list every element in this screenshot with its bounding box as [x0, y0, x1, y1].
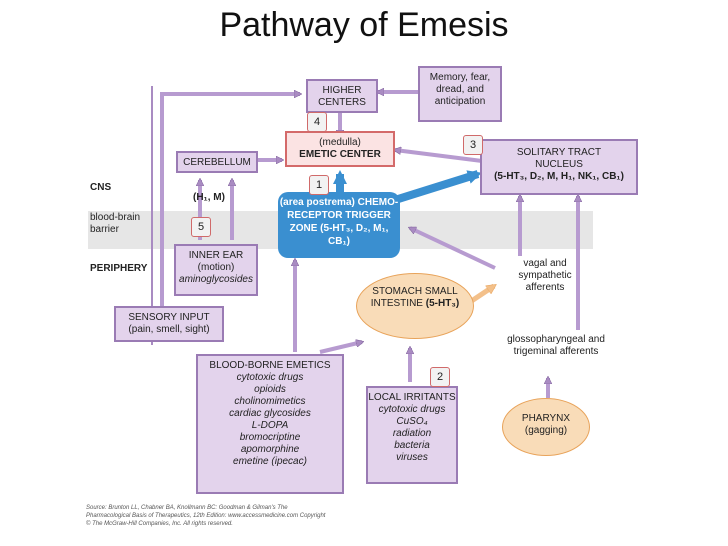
vagal-label: vagal and sympathetic afferents — [518, 258, 572, 293]
badge-2: 2 — [430, 367, 450, 387]
inner-ear-title: INNER EAR — [188, 250, 244, 261]
ctz-line4: (5-HT₃, D₂, M₁, CB₁) — [320, 223, 389, 247]
ctz-line2: CHEMO-RECEPTOR — [287, 197, 399, 221]
memory-box: Memory, fear, dread, and anticipation — [418, 66, 502, 122]
pharynx-title: PHARYNX — [521, 413, 571, 424]
cerebellum-label: CEREBELLUM — [183, 157, 251, 168]
bloodborne-box: BLOOD-BORNE EMETICS cytotoxic drugs opio… — [196, 354, 344, 494]
bloodborne-item: cytotoxic drugs — [236, 372, 304, 383]
inner-ear-drug: aminoglycosides — [179, 274, 253, 285]
ctz-line3: TRIGGER ZONE — [289, 210, 391, 234]
stomach-arrow — [468, 283, 494, 305]
bloodborne-item: cardiac glycosides — [229, 408, 311, 419]
cns-label: CNS — [90, 182, 112, 193]
sensory-title: SENSORY INPUT — [128, 312, 210, 323]
bloodborne-item: L-DOPA — [251, 420, 289, 431]
higher-centers-box: HIGHER CENTERS — [306, 79, 378, 113]
local-item: cytotoxic drugs — [378, 404, 446, 415]
pharynx-oval: PHARYNX (gagging) — [502, 398, 590, 456]
memory-label: Memory, fear, dread, and anticipation — [429, 72, 491, 107]
pharynx-detail: (gagging) — [524, 425, 568, 436]
solitary-line1: SOLITARY TRACT — [516, 147, 602, 158]
stomach-line3: (5-HT₃) — [425, 298, 460, 309]
badge-5: 5 — [191, 217, 211, 237]
periphery-label: PERIPHERY — [90, 263, 148, 274]
inner-ear-box: INNER EAR (motion) aminoglycosides — [174, 244, 258, 296]
badge-3: 3 — [463, 135, 483, 155]
stomach-line1: STOMACH — [372, 286, 423, 297]
source-note: Source: Brunton LL, Chabner BA, Knollman… — [86, 505, 326, 527]
inner-ear-motion: (motion) — [197, 262, 235, 273]
local-header: LOCAL IRRITANTS — [368, 392, 456, 403]
emetic-center-sub: (medulla) — [319, 137, 361, 148]
sensory-detail: (pain, smell, sight) — [128, 324, 210, 335]
bbb-label: blood-brain barrier — [90, 212, 141, 235]
local-item: viruses — [396, 452, 428, 463]
cerebellum-box: CEREBELLUM — [176, 151, 258, 173]
solitary-tract-box: SOLITARY TRACT NUCLEUS (5-HT₃, D₂, M, H₁… — [480, 139, 638, 195]
solitary-line3: (5-HT₃, D₂, M, H₁, NK₁, CB₁) — [494, 171, 624, 182]
ctz-line1: (area postrema) — [279, 197, 355, 208]
badge-1: 1 — [309, 175, 329, 195]
emetic-center-title: EMETIC CENTER — [299, 149, 381, 160]
emetic-center-box: (medulla) EMETIC CENTER — [285, 131, 395, 167]
local-item: bacteria — [394, 440, 430, 451]
ctz-arrows — [333, 170, 482, 204]
local-item: CuSO₄ — [396, 416, 428, 427]
h1m-label: (H₁, M) — [193, 192, 225, 203]
ctz-box: (area postrema) CHEMO-RECEPTOR TRIGGER Z… — [278, 192, 400, 258]
stomach-line2: SMALL INTESTINE — [370, 286, 458, 309]
bloodborne-item: emetine (ipecac) — [233, 456, 307, 467]
local-item: radiation — [392, 428, 432, 439]
solitary-line2: NUCLEUS — [535, 159, 583, 170]
sensory-input-box: SENSORY INPUT (pain, smell, sight) — [114, 306, 224, 342]
glosso-label: glossopharyngeal and trigeminal afferent… — [507, 334, 605, 357]
bloodborne-item: bromocriptine — [239, 432, 301, 443]
bloodborne-item: opioids — [254, 384, 286, 395]
page-title: Pathway of Emesis — [219, 6, 509, 44]
bloodborne-item: apomorphine — [240, 444, 300, 455]
higher-centers-label: HIGHER CENTERS — [318, 85, 366, 108]
badge-4: 4 — [307, 112, 327, 132]
local-irritants-box: LOCAL IRRITANTS cytotoxic drugs CuSO₄ ra… — [366, 386, 458, 484]
bloodborne-header: BLOOD-BORNE EMETICS — [209, 360, 331, 371]
bloodborne-item: cholinomimetics — [234, 396, 306, 407]
stomach-oval: STOMACH SMALL INTESTINE (5-HT₃) — [356, 273, 474, 339]
